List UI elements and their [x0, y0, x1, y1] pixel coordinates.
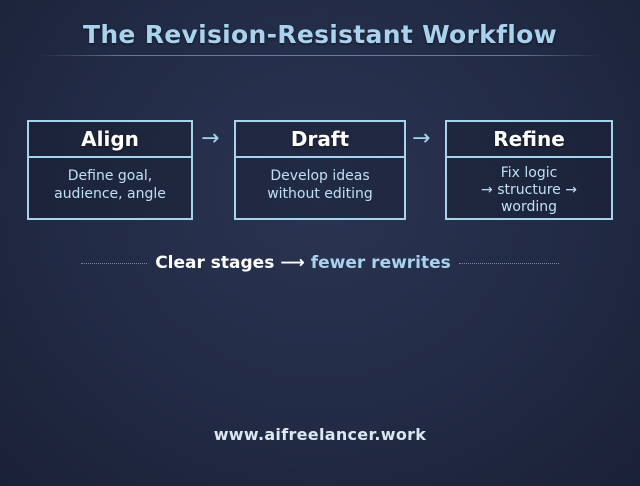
- stage-label: Align: [29, 122, 191, 158]
- arrow-right-icon: →: [412, 126, 431, 151]
- tagline: Clear stages ⟶ fewer rewrites: [0, 253, 640, 273]
- stage-description: Define goal, audience, angle: [54, 168, 166, 202]
- dotted-divider-left: [81, 262, 148, 264]
- footer-url: www.aifreelancer.work: [213, 425, 427, 444]
- stage-label: Refine: [447, 122, 611, 158]
- stage-label: Draft: [236, 122, 404, 158]
- tagline-right: fewer rewrites: [310, 253, 451, 273]
- arrow-right-icon: →: [201, 126, 220, 151]
- stage-box-refine: Refine Fix logic → structure → wording: [445, 120, 613, 220]
- stage-box-align: Align Define goal, audience, angle: [27, 120, 193, 220]
- dotted-divider-right: [458, 262, 559, 264]
- tagline-left: Clear stages: [155, 253, 275, 273]
- stage-box-draft: Draft Develop ideas without editing: [234, 120, 406, 220]
- stage-description: Fix logic → structure → wording: [481, 165, 577, 215]
- stage-description: Develop ideas without editing: [267, 168, 373, 202]
- title-divider: [40, 55, 600, 56]
- long-arrow-right-icon: ⟶: [280, 253, 305, 273]
- diagram-title: The Revision-Resistant Workflow: [82, 20, 558, 49]
